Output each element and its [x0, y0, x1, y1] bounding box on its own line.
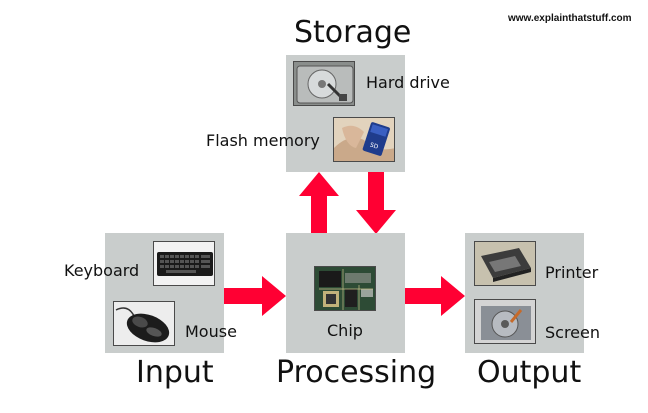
output-title: Output	[477, 355, 582, 390]
keyboard-label: Keyboard	[64, 261, 140, 280]
screen-label: Screen	[545, 323, 601, 342]
chip-icon	[314, 266, 376, 311]
arrow-input-to-processing	[224, 276, 286, 316]
mouse-icon	[113, 301, 175, 346]
keyboard-icon	[153, 241, 215, 286]
svg-text:SD: SD	[369, 142, 380, 151]
processing-title: Processing	[276, 355, 437, 390]
hard-drive-label: Hard drive	[366, 73, 450, 92]
sd-card-icon: SD	[333, 117, 395, 162]
hard-drive-icon	[293, 61, 355, 106]
chip-label: Chip	[327, 321, 363, 340]
arrow-up-to-storage	[298, 172, 340, 234]
printer-icon	[474, 241, 536, 286]
storage-title: Storage	[294, 15, 412, 50]
arrow-processing-to-output	[405, 276, 465, 316]
arrow-down-to-processing	[355, 172, 397, 234]
screen-icon	[474, 299, 536, 344]
input-title: Input	[136, 355, 214, 390]
flash-memory-label: Flash memory	[206, 131, 320, 150]
mouse-label: Mouse	[185, 322, 237, 341]
printer-label: Printer	[545, 263, 599, 282]
site-url: www.explainthatstuff.com	[508, 13, 632, 24]
